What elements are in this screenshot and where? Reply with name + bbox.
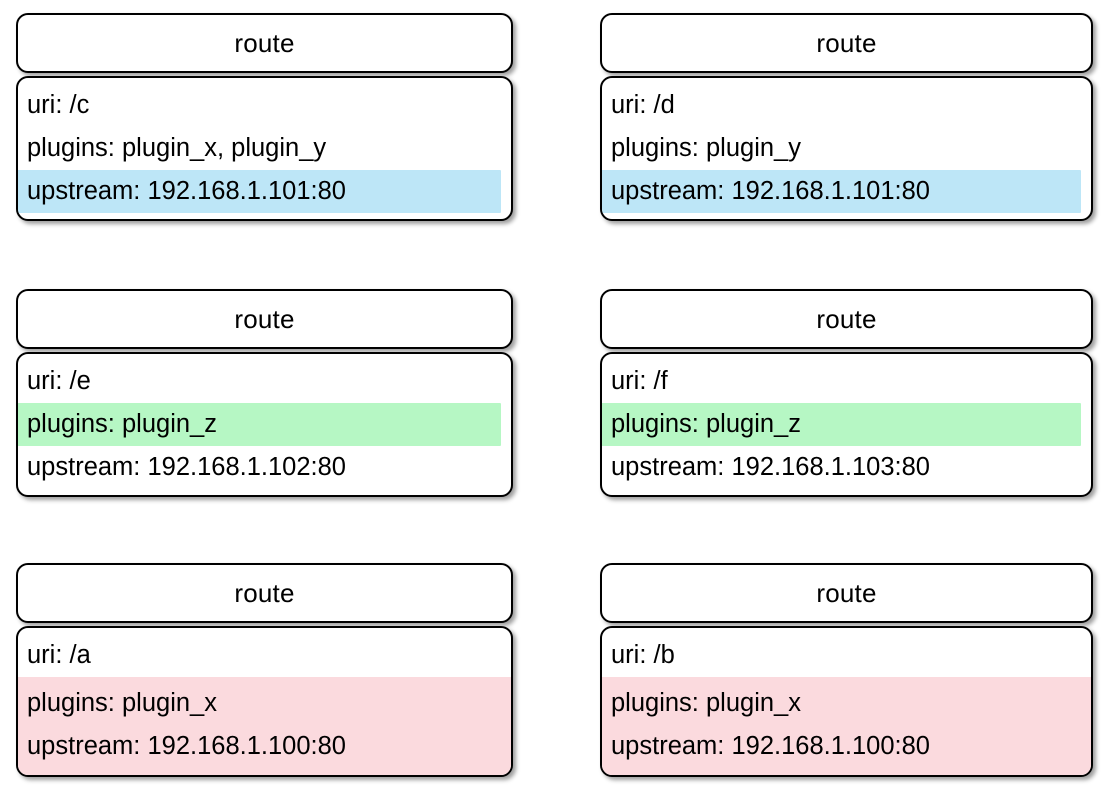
node-title: route [234, 578, 295, 608]
node-body: uri: /f plugins: plugin_z upstream: 192.… [600, 352, 1093, 497]
attr-uri: uri: /b [611, 641, 675, 669]
attr-upstream: upstream: 192.168.1.101:80 [18, 170, 501, 213]
node-body: uri: /d plugins: plugin_y upstream: 192.… [600, 76, 1093, 221]
node-title: route [816, 578, 877, 608]
attr-plugins: plugins: plugin_x [611, 689, 801, 717]
attr-upstream: upstream: 192.168.1.101:80 [602, 170, 1081, 213]
node-title: route [816, 304, 877, 334]
attr-plugins: plugins: plugin_x, plugin_y [27, 134, 327, 162]
attr-uri: uri: /f [611, 367, 668, 395]
attr-upstream: upstream: 192.168.1.100:80 [27, 732, 346, 760]
attr-upstream: upstream: 192.168.1.100:80 [611, 732, 930, 760]
route-node-d[interactable]: route uri: /d plugins: plugin_y upstream… [600, 13, 1093, 221]
attr-group-highlight: plugins: plugin_x upstream: 192.168.1.10… [18, 677, 511, 775]
attr-plugins: plugins: plugin_x [27, 689, 217, 717]
attr-upstream: upstream: 192.168.1.102:80 [27, 453, 346, 481]
route-node-e[interactable]: route uri: /e plugins: plugin_z upstream… [16, 289, 513, 497]
node-header: route [16, 563, 513, 623]
route-node-c[interactable]: route uri: /c plugins: plugin_x, plugin_… [16, 13, 513, 221]
attr-group-highlight: plugins: plugin_x upstream: 192.168.1.10… [602, 677, 1091, 775]
attr-plugins: plugins: plugin_y [611, 134, 801, 162]
attr-uri: uri: /e [27, 367, 91, 395]
attr-plugins: plugins: plugin_z [18, 403, 501, 446]
node-title: route [816, 28, 877, 58]
node-title: route [234, 28, 295, 58]
attr-uri: uri: /d [611, 91, 675, 119]
node-body: uri: /e plugins: plugin_z upstream: 192.… [16, 352, 513, 497]
node-header: route [600, 13, 1093, 73]
attr-upstream: upstream: 192.168.1.103:80 [611, 453, 930, 481]
node-body: uri: /a plugins: plugin_x upstream: 192.… [16, 626, 513, 777]
node-body: uri: /b plugins: plugin_x upstream: 192.… [600, 626, 1093, 777]
node-header: route [16, 289, 513, 349]
route-node-b[interactable]: route uri: /b plugins: plugin_x upstream… [600, 563, 1093, 777]
route-node-a[interactable]: route uri: /a plugins: plugin_x upstream… [16, 563, 513, 777]
attr-plugins: plugins: plugin_z [602, 403, 1081, 446]
node-header: route [600, 563, 1093, 623]
attr-uri: uri: /a [27, 641, 91, 669]
route-node-f[interactable]: route uri: /f plugins: plugin_z upstream… [600, 289, 1093, 497]
node-header: route [600, 289, 1093, 349]
node-body: uri: /c plugins: plugin_x, plugin_y upst… [16, 76, 513, 221]
node-header: route [16, 13, 513, 73]
node-title: route [234, 304, 295, 334]
attr-uri: uri: /c [27, 91, 90, 119]
